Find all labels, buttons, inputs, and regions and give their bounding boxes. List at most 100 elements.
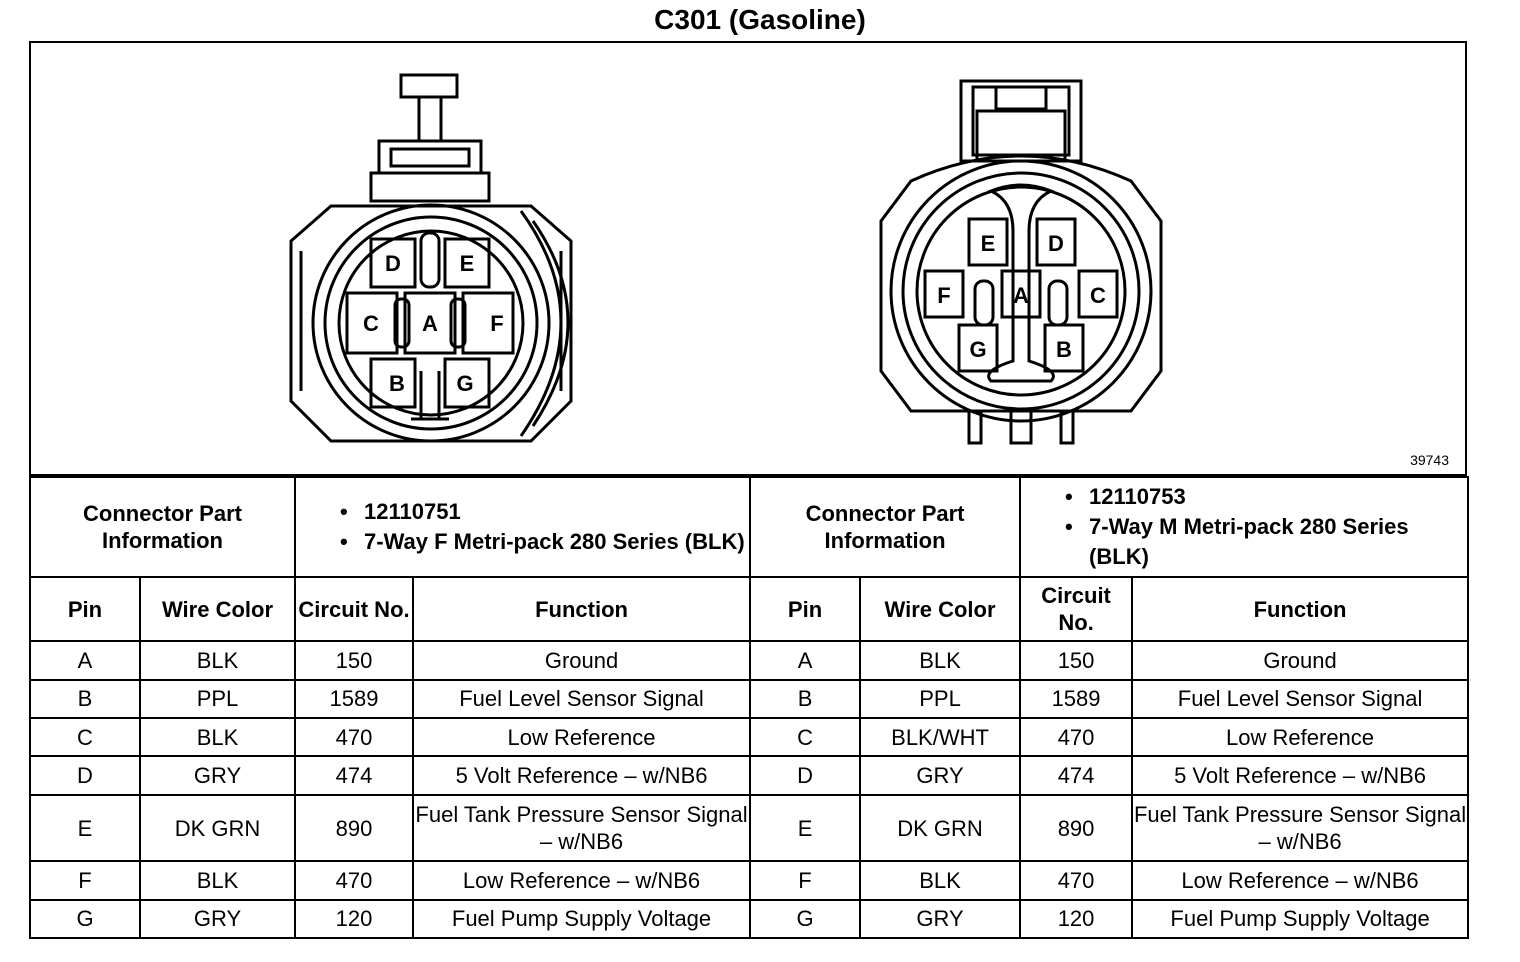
cell-function: Fuel Tank Pressure Sensor Signal – w/NB6 xyxy=(1131,793,1470,863)
cell-wire-color: PPL xyxy=(859,678,1022,720)
cavity-label: A xyxy=(422,311,438,336)
cell-pin: E xyxy=(749,793,862,863)
cell-wire-color: BLK xyxy=(859,860,1022,901)
cell-pin: G xyxy=(749,898,862,940)
cell-circuit: 470 xyxy=(1019,717,1134,758)
cavity-label: B xyxy=(389,371,405,396)
pinout-table: Connector Part Information 12110751 7-Wa… xyxy=(28,476,1470,940)
header-function: Function xyxy=(1131,575,1470,643)
part-info-row: Connector Part Information 12110751 7-Wa… xyxy=(28,476,1470,578)
cell-circuit: 1589 xyxy=(294,678,415,720)
part-description: 7-Way F Metri-pack 280 Series (BLK) xyxy=(336,527,749,557)
header-function: Function xyxy=(412,575,752,643)
cell-circuit: 470 xyxy=(294,717,415,758)
part-description: 7-Way M Metri-pack 280 Series (BLK) xyxy=(1061,512,1467,572)
cell-circuit: 470 xyxy=(1019,860,1134,901)
cell-circuit: 890 xyxy=(1019,793,1134,863)
column-header-row: Pin Wire Color Circuit No. Function Pin … xyxy=(29,575,1470,643)
cavity-label: C xyxy=(1090,283,1106,308)
cell-pin: B xyxy=(29,678,141,720)
cell-circuit: 120 xyxy=(294,898,415,940)
cell-circuit: 150 xyxy=(1019,640,1134,681)
cell-pin: F xyxy=(749,860,862,901)
cell-function: Fuel Pump Supply Voltage xyxy=(412,898,752,940)
cell-circuit: 470 xyxy=(294,860,415,901)
cell-pin: G xyxy=(29,898,141,940)
cell-wire-color: PPL xyxy=(138,678,297,720)
cell-circuit: 1589 xyxy=(1019,678,1134,720)
cell-pin: C xyxy=(749,717,862,758)
cell-wire-color: BLK/WHT xyxy=(859,717,1022,758)
cell-function: Low Reference – w/NB6 xyxy=(412,860,752,901)
header-wire-color: Wire Color xyxy=(859,575,1022,643)
cell-pin: B xyxy=(749,678,862,720)
figure-number: 39743 xyxy=(1410,452,1449,468)
cell-circuit: 120 xyxy=(1019,898,1134,940)
header-circuit: Circuit No. xyxy=(294,575,415,643)
cell-pin: A xyxy=(29,640,141,681)
cavity-label: D xyxy=(1048,231,1064,256)
cavity-label: B xyxy=(1056,337,1072,362)
header-pin: Pin xyxy=(749,575,862,643)
cell-circuit: 474 xyxy=(1019,755,1134,796)
part-info-label: Connector Part Information xyxy=(749,476,1022,578)
cavity-label: F xyxy=(490,311,503,336)
cell-wire-color: GRY xyxy=(138,898,297,940)
cavity-label: G xyxy=(456,371,473,396)
cell-pin: F xyxy=(29,860,141,901)
part-info-details: 12110753 7-Way M Metri-pack 280 Series (… xyxy=(1019,476,1470,578)
cell-wire-color: DK GRN xyxy=(859,793,1022,863)
cavity-label: A xyxy=(1013,283,1029,308)
cell-pin: A xyxy=(749,640,862,681)
cell-pin: D xyxy=(29,755,141,796)
cell-function: Low Reference xyxy=(412,717,752,758)
cell-function: 5 Volt Reference – w/NB6 xyxy=(412,755,752,796)
female-connector-diagram: D E C A F B G xyxy=(289,73,573,443)
cell-function: 5 Volt Reference – w/NB6 xyxy=(1131,755,1470,796)
part-info-details: 12110751 7-Way F Metri-pack 280 Series (… xyxy=(294,476,752,578)
header-pin: Pin xyxy=(29,575,141,643)
connector-illustration: D E C A F B G xyxy=(29,41,1467,476)
cavity-label: C xyxy=(363,311,379,336)
cell-wire-color: BLK xyxy=(138,860,297,901)
cell-function: Fuel Tank Pressure Sensor Signal – w/NB6 xyxy=(412,793,752,863)
cell-function: Ground xyxy=(1131,640,1470,681)
cell-pin: D xyxy=(749,755,862,796)
cell-wire-color: BLK xyxy=(138,717,297,758)
cell-pin: C xyxy=(29,717,141,758)
cell-wire-color: BLK xyxy=(138,640,297,681)
cavity-label: G xyxy=(969,337,986,362)
cell-circuit: 150 xyxy=(294,640,415,681)
cavity-label: E xyxy=(460,251,475,276)
cell-function: Fuel Level Sensor Signal xyxy=(412,678,752,720)
part-number: 12110751 xyxy=(336,497,749,527)
cell-wire-color: DK GRN xyxy=(138,793,297,863)
cell-circuit: 474 xyxy=(294,755,415,796)
cell-function: Fuel Level Sensor Signal xyxy=(1131,678,1470,720)
cell-wire-color: GRY xyxy=(859,898,1022,940)
cavity-label: F xyxy=(937,283,950,308)
page-title: C301 (Gasoline) xyxy=(654,4,866,35)
cell-wire-color: BLK xyxy=(859,640,1022,681)
header-wire-color: Wire Color xyxy=(138,575,297,643)
header-circuit: Circuit No. xyxy=(1019,575,1134,643)
cell-circuit: 890 xyxy=(294,793,415,863)
part-info-label: Connector Part Information xyxy=(28,476,297,578)
part-number: 12110753 xyxy=(1061,482,1467,512)
cell-pin: E xyxy=(29,793,141,863)
cell-function: Fuel Pump Supply Voltage xyxy=(1131,898,1470,940)
cell-wire-color: GRY xyxy=(859,755,1022,796)
male-connector-diagram: E D F A C G B xyxy=(879,79,1163,445)
cell-function: Low Reference – w/NB6 xyxy=(1131,860,1470,901)
cell-function: Ground xyxy=(412,640,752,681)
cell-wire-color: GRY xyxy=(138,755,297,796)
cavity-label: D xyxy=(385,251,401,276)
cell-function: Low Reference xyxy=(1131,717,1470,758)
